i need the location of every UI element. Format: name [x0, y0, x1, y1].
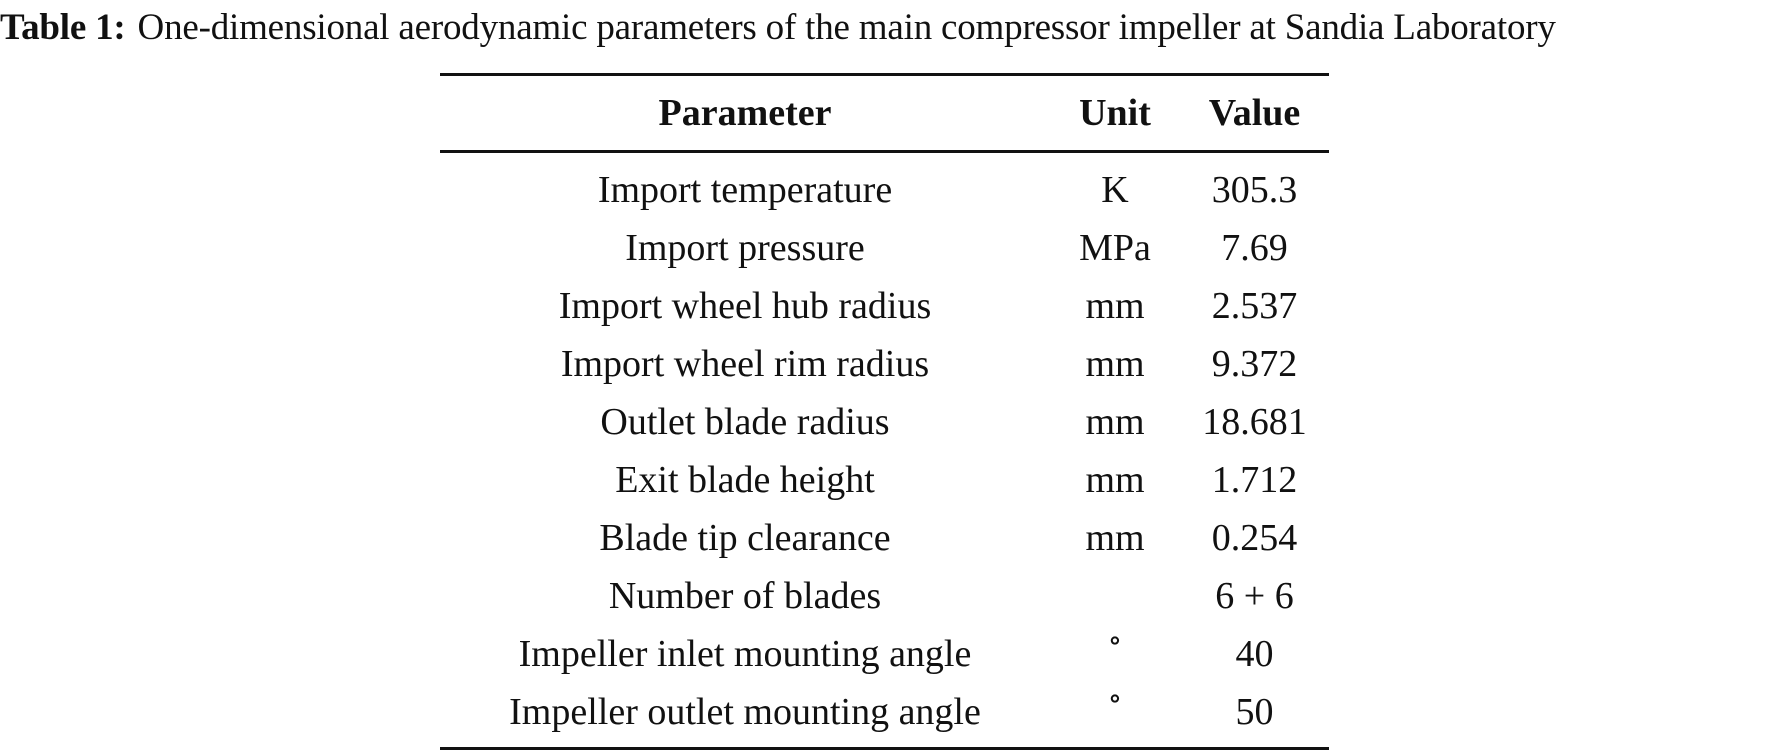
- table-row: Number of blades 6 + 6: [440, 567, 1329, 625]
- cell-value: 40: [1235, 633, 1274, 675]
- cell-parameter: Number of blades: [608, 575, 882, 617]
- cell-value: 305.3: [1211, 169, 1298, 211]
- cell-parameter: Impeller outlet mounting angle: [440, 683, 1050, 750]
- header-unit: Unit: [1050, 73, 1180, 153]
- cell-value: 7.69: [1221, 227, 1288, 269]
- table-row: Import temperature K 305.3: [440, 152, 1329, 220]
- cell-parameter: Blade tip clearance: [599, 517, 891, 559]
- cell-parameter: Import wheel rim radius: [560, 343, 930, 385]
- table-header: Parameter Unit Value: [440, 73, 1329, 153]
- cell-parameter: Import pressure: [625, 227, 865, 269]
- cell-unit: mm: [1085, 343, 1145, 385]
- cell-value: 18.681: [1202, 401, 1307, 443]
- cell-unit: K: [1101, 169, 1129, 211]
- table-row: Impeller outlet mounting angle ∘ 50: [440, 682, 1329, 750]
- cell-unit: MPa: [1079, 227, 1151, 269]
- table-row: Impeller inlet mounting angle ∘ 40: [440, 625, 1329, 683]
- caption-label: Table 1:: [0, 7, 126, 48]
- cell-value: 9.372: [1211, 343, 1298, 385]
- cell-unit: [1050, 567, 1180, 625]
- cell-parameter: Exit blade height: [615, 459, 875, 501]
- cell-parameter: Import wheel hub radius: [558, 285, 932, 327]
- degree-symbol: ∘: [1107, 682, 1123, 715]
- parameters-table-container: Parameter Unit Value Import temperature …: [440, 73, 1329, 750]
- cell-unit: mm: [1085, 517, 1145, 559]
- table-row: Blade tip clearance mm 0.254: [440, 509, 1329, 567]
- cell-parameter: Import temperature: [597, 169, 893, 211]
- cell-value: 2.537: [1211, 285, 1298, 327]
- cell-value: 6 + 6: [1215, 575, 1294, 617]
- table-row: Import wheel rim radius mm 9.372: [440, 335, 1329, 393]
- cell-unit: mm: [1085, 401, 1145, 443]
- parameters-table: Parameter Unit Value Import temperature …: [440, 73, 1329, 750]
- header-row: Parameter Unit Value: [440, 73, 1329, 153]
- table-row: Import pressure MPa 7.69: [440, 219, 1329, 277]
- header-value: Value: [1180, 73, 1329, 153]
- degree-symbol: ∘: [1107, 624, 1123, 657]
- table-row: Outlet blade radius mm 18.681: [440, 393, 1329, 451]
- cell-value: 50: [1180, 683, 1329, 750]
- table-row: Exit blade height mm 1.712: [440, 451, 1329, 509]
- cell-value: 0.254: [1211, 517, 1298, 559]
- cell-unit: ∘: [1050, 625, 1180, 683]
- caption-text: One-dimensional aerodynamic parameters o…: [137, 7, 1556, 48]
- cell-unit: ∘: [1050, 682, 1180, 750]
- table-row: Import wheel hub radius mm 2.537: [440, 277, 1329, 335]
- cell-parameter: Outlet blade radius: [600, 401, 890, 443]
- cell-parameter: Impeller inlet mounting angle: [518, 633, 972, 675]
- cell-value: 1.712: [1211, 459, 1298, 501]
- cell-unit: mm: [1085, 285, 1145, 327]
- cell-unit: mm: [1085, 459, 1145, 501]
- table-caption: Table 1: One-dimensional aerodynamic para…: [0, 6, 1770, 50]
- header-parameter: Parameter: [440, 73, 1050, 153]
- table-body: Import temperature K 305.3 Import pressu…: [440, 152, 1329, 750]
